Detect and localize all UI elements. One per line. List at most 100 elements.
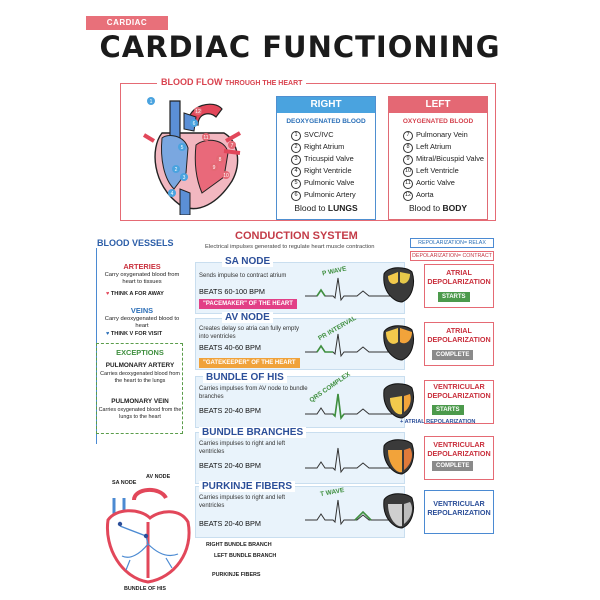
veins-desc: Carry deoxygenated blood to heart [104, 316, 180, 329]
bundle-of-his-beats: BEATS 20-40 BPM [199, 406, 261, 415]
mini-heart-icon [383, 493, 415, 529]
bundle-of-his-status: STARTS [432, 405, 464, 415]
bundle-of-his-title: BUNDLE OF HIS [203, 372, 287, 383]
purkinje-fibers-result: VENTRICULAR REPOLARIZATION [427, 499, 491, 517]
ecg-qrs-complex [305, 393, 400, 421]
right-step: Pulmonic Valve [291, 177, 375, 189]
right-step: Pulmonic Artery [291, 189, 375, 201]
left-step: Mitral/Bicuspid Valve [403, 153, 487, 165]
av-node-beats: BEATS 40-60 BPM [199, 343, 261, 352]
sa-node-title: SA NODE [222, 256, 274, 267]
bundle-of-his-result: VENTRICULAR DEPOLARIZATION [427, 382, 491, 400]
purkinje-fibers-title: PURKINJE FIBERS [199, 481, 296, 492]
veins-title: VEINS [130, 306, 154, 315]
heart-number-10: 10 [223, 173, 229, 179]
left-steps-list: Pulmonary Vein Left Atrium Mitral/Bicusp… [403, 129, 487, 201]
bundle-branches-beats: BEATS 20-40 BPM [199, 461, 261, 470]
heart-number-3: 3 [183, 175, 186, 181]
heart-icon: ♥ [106, 291, 110, 297]
left-step: Aortic Valve [403, 177, 487, 189]
result-frame [424, 322, 494, 366]
heart-number-6: 6 [193, 121, 196, 127]
atrial-repolarization-note: + ATRIAL REPOLARIZATION [400, 419, 476, 425]
bundle-branches-status: COMPLETE [432, 461, 474, 471]
section-tag: CARDIAC [86, 16, 168, 30]
right-card-header: RIGHT [277, 97, 375, 113]
ecg-t-wave [305, 499, 400, 526]
sa-node-beats: BEATS 60-100 BPM [199, 287, 265, 296]
purkinje-diagram-label: PURKINJE FIBERS [212, 572, 261, 578]
right-step: Right Ventricle [291, 165, 375, 177]
left-step: Pulmonary Vein [403, 129, 487, 141]
av-node-title: AV NODE [222, 312, 273, 323]
result-frame [424, 490, 494, 534]
heart-number-8: 8 [219, 157, 222, 163]
purkinje-fibers-beats: BEATS 20-40 BPM [199, 519, 261, 528]
heart-number-1: 1 [150, 99, 153, 105]
legend-repolarization: REPOLARIZATION= RELAX [410, 238, 494, 248]
result-frame [424, 264, 494, 308]
blood-vessels-title: BLOOD VESSELS [97, 238, 174, 248]
left-step: Aorta [403, 189, 487, 201]
right-steps-list: SVC/IVC Right Atrium Tricuspid Valve Rig… [291, 129, 375, 201]
ecg-pr-interval [305, 333, 400, 358]
sa-node-status: STARTS [438, 292, 470, 302]
veins-mnemonic: ♥ THINK V FOR VISIT [106, 331, 163, 337]
av-node-result: ATRIAL DEPOLARIZATION [427, 326, 491, 344]
result-frame [424, 380, 494, 424]
heart-number-11: 11 [203, 135, 208, 141]
right-step: SVC/IVC [291, 129, 375, 141]
conduction-subtitle: Electrical impulses generated to regulat… [205, 244, 375, 250]
mini-heart-icon [383, 267, 415, 303]
bundle-of-his-desc: Carries impulses from AV node to bundle … [199, 386, 308, 400]
blood-flow-frame [120, 83, 496, 221]
bundle-branches-result: VENTRICULAR DEPOLARIZATION [427, 440, 491, 458]
exception-name: PULMONARY VEIN [111, 398, 169, 405]
sa-node-result: ATRIAL DEPOLARIZATION [427, 268, 491, 286]
exception-desc: Carries deoxygenated blood from the hear… [100, 371, 180, 384]
bundle-his-diagram-label: BUNDLE OF HIS [124, 586, 166, 592]
right-card-footer: Blood to LUNGS [294, 203, 358, 213]
bundle-branches-title: BUNDLE BRANCHES [199, 427, 307, 438]
ecg-p-wave [305, 277, 400, 302]
mini-heart-icon [383, 439, 415, 475]
heart-number-12: 12 [195, 109, 201, 115]
conduction-heart-diagram [105, 488, 191, 584]
av-node-desc: Creates delay so atria can fully empty i… [199, 326, 300, 340]
av-node-diagram-label: AV NODE [146, 474, 171, 480]
left-card-footer: Blood to BODY [408, 203, 468, 213]
right-step: Tricuspid Valve [291, 153, 375, 165]
blood-flow-title: BLOOD FLOW THROUGH THE HEART [157, 77, 307, 87]
exception-name: PULMONARY ARTERY [105, 362, 175, 369]
mini-heart-icon [383, 383, 415, 419]
left-bundle-diagram-label: LEFT BUNDLE BRANCH [214, 553, 277, 559]
left-side-card: LEFT OXYGENATED BLOOD Pulmonary Vein Lef… [388, 96, 488, 220]
heart-icon: ♥ [106, 331, 110, 337]
left-step: Left Atrium [403, 141, 487, 153]
sa-node-diagram-label: SA NODE [112, 480, 137, 486]
exception-desc: Carries oxygenated blood from the lungs … [98, 407, 182, 420]
ecg-bundle-branches [305, 447, 400, 474]
bundle-branches-desc: Carries impulses to right and left ventr… [199, 441, 286, 455]
exceptions-box [96, 343, 183, 434]
av-node-label: "GATEKEEPER" OF THE HEART [199, 358, 300, 368]
heart-number-2: 2 [175, 167, 178, 173]
mini-heart-icon [383, 325, 415, 361]
purkinje-fibers-section [195, 486, 405, 538]
sa-node-desc: Sends impulse to contract atrium [199, 273, 287, 279]
right-step: Right Atrium [291, 141, 375, 153]
heart-number-5: 5 [181, 145, 184, 151]
exceptions-title: EXCEPTIONS [116, 348, 164, 357]
heart-number-9: 9 [213, 165, 216, 171]
sa-node-label: "PACEMAKER" OF THE HEART [199, 299, 297, 309]
left-card-header: LEFT [389, 97, 487, 113]
right-card-subtitle: DEOXYGENATED BLOOD [286, 118, 366, 125]
heart-anatomy-diagram: 1 2 3 4 5 6 7 8 9 10 11 12 [142, 97, 241, 215]
heart-number-4: 4 [171, 191, 174, 197]
right-bundle-diagram-label: RIGHT BUNDLE BRANCH [206, 542, 272, 548]
conduction-title: CONDUCTION SYSTEM [235, 230, 358, 242]
arteries-title: ARTERIES [123, 262, 161, 271]
left-step: Left Ventricle [403, 165, 487, 177]
av-node-status: COMPLETE [432, 350, 474, 360]
page-title: CARDIAC FUNCTIONING [99, 30, 501, 64]
